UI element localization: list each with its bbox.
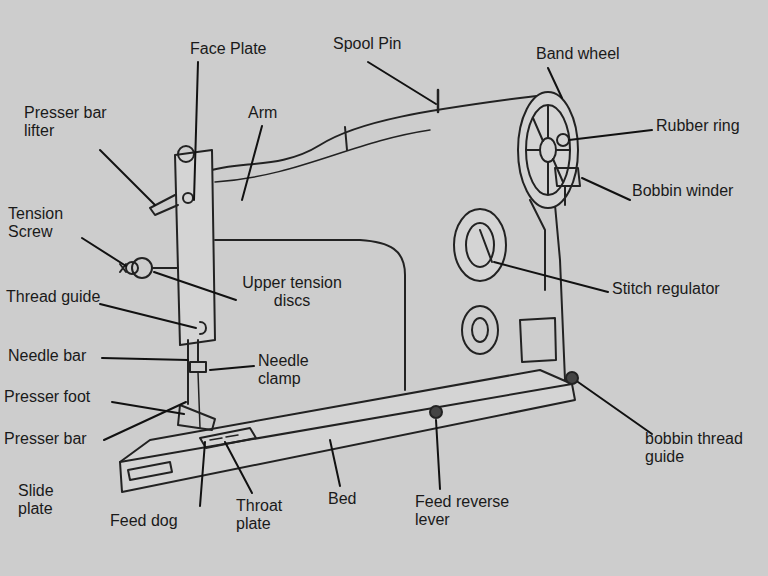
part-label: Feed dog bbox=[110, 512, 178, 530]
machine-outline bbox=[198, 372, 200, 428]
machine-outline bbox=[132, 258, 152, 278]
leader-lines bbox=[225, 442, 252, 493]
machine-outline bbox=[530, 200, 545, 290]
part-label: Face Plate bbox=[190, 40, 266, 58]
machine-outline bbox=[566, 372, 578, 384]
part-label: Arm bbox=[248, 104, 277, 122]
leader-lines bbox=[242, 126, 262, 200]
machine-outline bbox=[520, 318, 556, 362]
part-label: Slide plate bbox=[18, 482, 73, 519]
machine-outline bbox=[183, 193, 193, 203]
part-label: Upper tension discs bbox=[240, 274, 344, 311]
machine-outline bbox=[126, 262, 138, 274]
leader-lines bbox=[582, 178, 630, 200]
machine-outline bbox=[200, 428, 256, 448]
leader-lines bbox=[194, 62, 198, 200]
leader-lines bbox=[102, 358, 188, 360]
part-label: Band wheel bbox=[536, 45, 620, 63]
leader-lines bbox=[82, 62, 652, 506]
machine-outline bbox=[215, 130, 430, 182]
part-label: Presser bar bbox=[4, 430, 87, 448]
leader-lines bbox=[548, 68, 562, 98]
part-label: Throat plate bbox=[236, 497, 306, 534]
machine-outline bbox=[190, 362, 206, 372]
machine-outline bbox=[472, 318, 488, 342]
machine-outline bbox=[526, 105, 570, 195]
machine-outline bbox=[564, 186, 566, 205]
part-label: Bobbin winder bbox=[632, 182, 733, 200]
part-label: Feed reverse lever bbox=[415, 493, 537, 530]
machine-outline bbox=[120, 90, 580, 492]
machine-outline bbox=[210, 435, 238, 440]
part-label: Thread guide bbox=[6, 288, 100, 306]
machine-outline bbox=[480, 230, 492, 262]
machine-outline bbox=[178, 146, 194, 162]
part-label: Needle clamp bbox=[258, 352, 328, 389]
leader-lines bbox=[82, 238, 126, 266]
machine-outline bbox=[430, 406, 442, 418]
machine-outline bbox=[518, 92, 578, 208]
leader-lines bbox=[100, 150, 155, 205]
leader-lines bbox=[368, 62, 436, 104]
leader-lines bbox=[104, 402, 186, 440]
machine-outline bbox=[197, 340, 199, 362]
machine-outline bbox=[205, 95, 545, 172]
leader-lines bbox=[154, 272, 236, 300]
machine-outline bbox=[555, 168, 580, 186]
machine-outline bbox=[200, 322, 206, 334]
leader-lines bbox=[100, 304, 196, 328]
machine-outline bbox=[345, 127, 347, 150]
machine-outline bbox=[187, 340, 189, 404]
leader-lines bbox=[200, 442, 205, 506]
part-label: Presser bar lifter bbox=[24, 104, 119, 141]
machine-outline bbox=[466, 223, 494, 267]
part-label: Presser foot bbox=[4, 388, 90, 406]
part-label: Spool Pin bbox=[333, 35, 402, 53]
part-label: Stitch regulator bbox=[612, 280, 720, 298]
machine-outline bbox=[178, 405, 215, 430]
leader-lines bbox=[494, 262, 608, 292]
part-label: Rubber ring bbox=[656, 117, 740, 135]
leader-lines bbox=[210, 366, 254, 370]
leader-lines bbox=[436, 420, 440, 489]
machine-outline bbox=[557, 134, 569, 146]
machine-outline bbox=[527, 106, 569, 194]
part-label: Tension Screw bbox=[8, 205, 86, 242]
machine-outline bbox=[152, 267, 178, 269]
machine-outline bbox=[128, 462, 172, 480]
part-label: Bed bbox=[328, 490, 356, 508]
leader-lines bbox=[330, 440, 340, 486]
machine-outline bbox=[454, 209, 506, 281]
machine-outline bbox=[462, 306, 498, 354]
part-label: Needle bar bbox=[8, 347, 86, 365]
machine-outline bbox=[437, 90, 440, 112]
part-label: bobbin thread guide bbox=[645, 430, 757, 467]
leader-lines bbox=[569, 130, 652, 140]
leader-lines bbox=[578, 382, 652, 434]
